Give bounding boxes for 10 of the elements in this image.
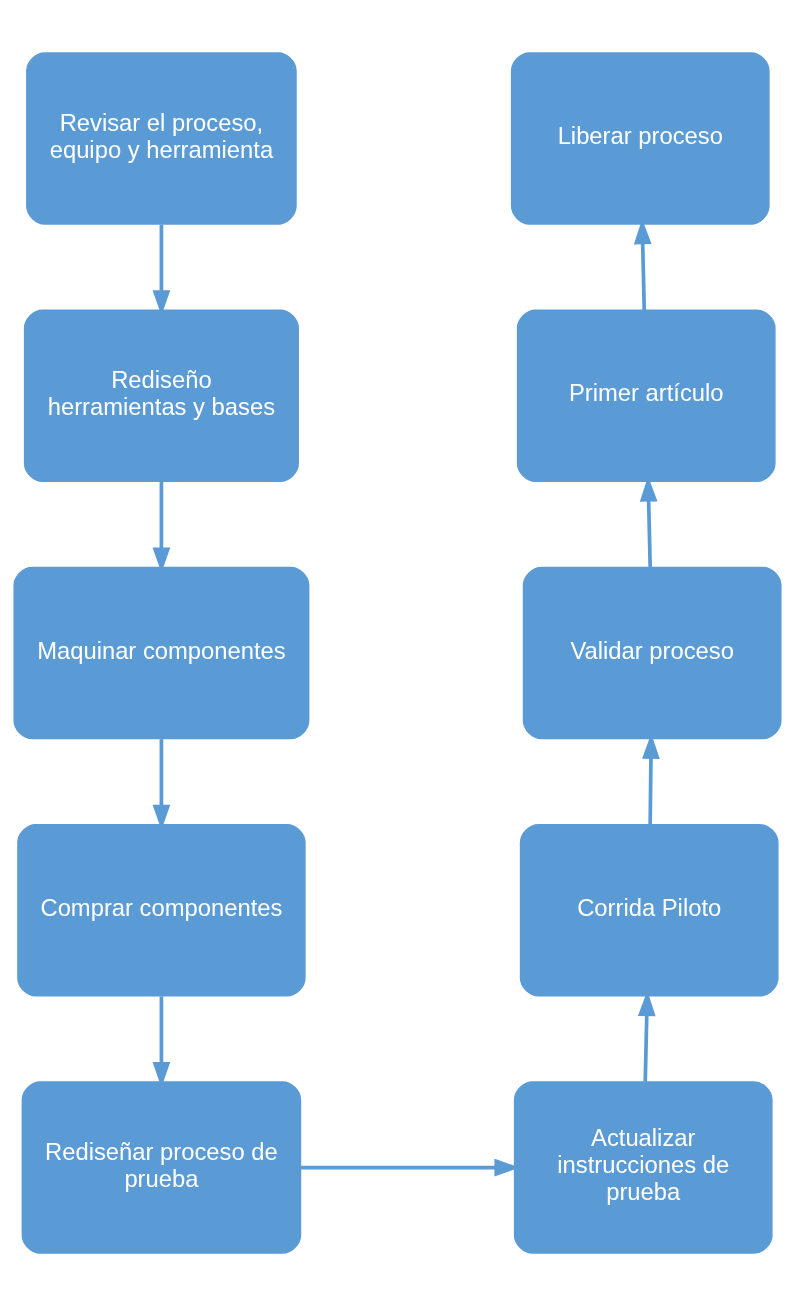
- node-box: Rediseño herramientas y bases: [23, 308, 299, 482]
- node-box: Liberar proceso: [510, 51, 770, 225]
- node-box: Corrida Piloto: [519, 823, 779, 997]
- node-box: Maquinar componentes: [13, 566, 310, 739]
- node-box: Validar proceso: [522, 566, 782, 739]
- node-box: Primer artículo: [516, 308, 776, 482]
- node-box: Actualizar instrucciones de prueba: [513, 1080, 773, 1254]
- node-box: Revisar el proceso, equipo y herramienta: [26, 51, 297, 225]
- node-box: Comprar componentes: [17, 823, 306, 997]
- node-box: Rediseñar proceso de prueba: [21, 1080, 302, 1254]
